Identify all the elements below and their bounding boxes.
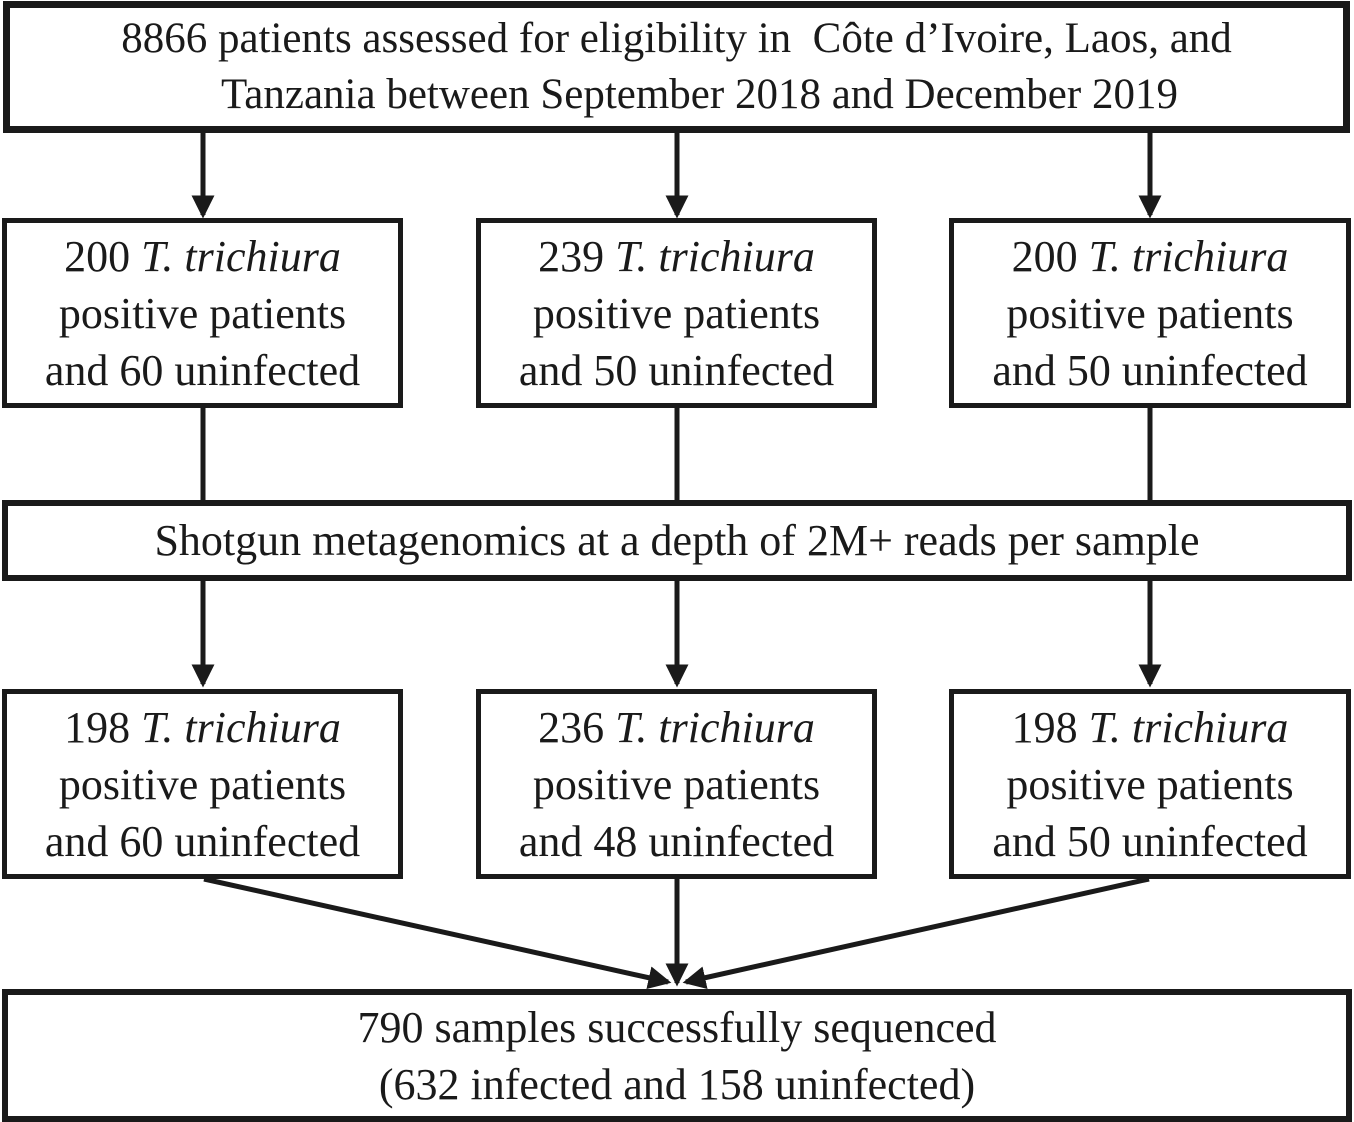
enrolled-box-tanzania: 200 T. trichiura positive patients and 5… [949, 218, 1351, 408]
sequenced-box-1-line-3: and 60 uninfected [44, 816, 361, 866]
result-box: 790 samples successfully sequenced (632 … [2, 989, 1352, 1122]
patient-count: 198 [1011, 702, 1089, 752]
sequenced-box-cote-divoire: 198 T. trichiura positive patients and 6… [2, 689, 403, 879]
species-name: T. trichiura [141, 702, 341, 752]
arrow-sequenced-right-to-result [682, 876, 1150, 989]
result-line-1: 790 samples successfully sequenced [357, 1002, 997, 1052]
sequenced-box-2-line-1: 236 T. trichiura [538, 699, 815, 756]
enrolled-box-1-line-3: and 60 uninfected [44, 345, 361, 395]
species-name: T. trichiura [1088, 231, 1289, 281]
eligibility-line-2: Tanzania between September 2018 and Dece… [221, 71, 1178, 118]
sequenced-box-2-line-2: positive patients [532, 759, 821, 809]
enrolled-box-laos: 239 T. trichiura positive patients and 5… [476, 218, 877, 408]
enrolled-box-2-line-3: and 50 uninfected [518, 345, 835, 395]
species-name: T. trichiura [1088, 702, 1289, 752]
species-name: T. trichiura [141, 231, 341, 281]
enrolled-box-2-line-1: 239 T. trichiura [538, 228, 815, 285]
patient-count: 200 [1011, 231, 1089, 281]
process-box: Shotgun metagenomics at a depth of 2M+ r… [2, 500, 1352, 581]
patient-count: 236 [538, 702, 616, 752]
sequenced-box-2-line-3: and 48 uninfected [518, 816, 835, 866]
patient-count: 239 [538, 231, 616, 281]
sequenced-box-laos: 236 T. trichiura positive patients and 4… [476, 689, 877, 879]
enrolled-box-1-line-2: positive patients [58, 288, 347, 338]
eligibility-line-1: 8866 patients assessed for eligibility i… [121, 15, 1232, 62]
sequenced-box-3-line-3: and 50 uninfected [992, 816, 1308, 866]
enrolled-box-3-line-2: positive patients [1006, 288, 1294, 338]
species-name: T. trichiura [615, 702, 815, 752]
result-line-2: (632 infected and 158 uninfected) [378, 1059, 976, 1109]
patient-count: 200 [64, 231, 142, 281]
sequenced-box-1-line-1: 198 T. trichiura [64, 699, 341, 756]
enrolled-box-2-line-2: positive patients [532, 288, 821, 338]
sequenced-box-tanzania: 198 T. trichiura positive patients and 5… [949, 689, 1351, 879]
patient-count: 198 [64, 702, 142, 752]
enrolled-box-3-line-1: 200 T. trichiura [1012, 228, 1289, 285]
enrolled-box-cote-divoire: 200 T. trichiura positive patients and 6… [2, 218, 403, 408]
eligibility-box: 8866 patients assessed for eligibility i… [3, 1, 1350, 133]
process-label: Shotgun metagenomics at a depth of 2M+ r… [154, 516, 1200, 565]
sequenced-box-3-line-2: positive patients [1006, 759, 1294, 809]
sequenced-box-1-line-2: positive patients [58, 759, 347, 809]
arrow-sequenced-left-to-result [203, 876, 672, 989]
sequenced-box-3-line-1: 198 T. trichiura [1012, 699, 1289, 756]
species-name: T. trichiura [615, 231, 815, 281]
enrolled-box-1-line-1: 200 T. trichiura [64, 228, 341, 285]
enrolled-box-3-line-3: and 50 uninfected [992, 345, 1308, 395]
